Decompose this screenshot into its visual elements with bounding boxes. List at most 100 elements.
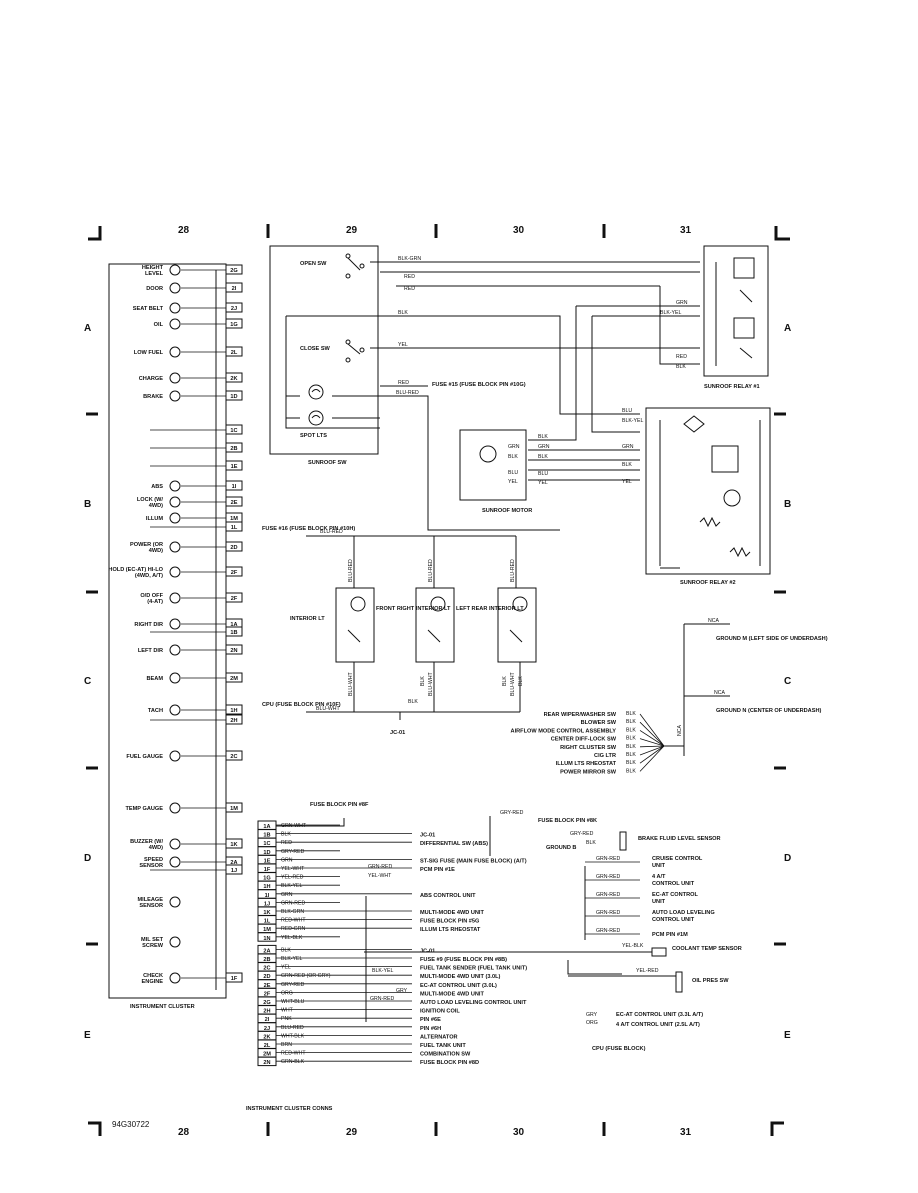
cluster-item-label: OIL — [154, 322, 164, 328]
connector-wire-label: BLU-RED — [281, 1025, 304, 1031]
rs-wire-1: GRY-RED — [570, 831, 594, 837]
col-label-30: 30 — [513, 225, 525, 236]
connector-destination: EC-AT CONTROL UNIT (3.0L) — [420, 983, 497, 989]
cluster-item-label: SCREW — [142, 943, 164, 949]
front-right-lt-label: FRONT RIGHT INTERIOR LT — [376, 606, 451, 612]
row-ticks — [86, 412, 786, 946]
corner-mark — [770, 1121, 784, 1136]
dest-label: CONTROL UNIT — [652, 881, 695, 887]
connector-wire-label: BLK — [281, 947, 291, 953]
cluster-item-label: 4WD) — [149, 845, 163, 851]
connector-destination: FUSE #9 (FUSE BLOCK PIN #8B) — [420, 957, 507, 963]
indicator-bulb-icon — [169, 512, 181, 524]
cluster-item-label: ABS — [151, 484, 163, 490]
cluster-pin-label: 2D — [230, 545, 237, 551]
connector-destination: PIN #6H — [420, 1026, 441, 1032]
cluster-pin-label: 1M — [230, 516, 238, 522]
cluster-item-label: CHECK — [143, 973, 163, 979]
cluster-item-label: FUEL GAUGE — [126, 754, 163, 760]
connector-pin-label: 1M — [263, 927, 271, 933]
connector-wire-label: BRN — [281, 1042, 292, 1048]
ground-m-label: GROUND M (LEFT SIDE OF UNDERDASH) — [716, 636, 828, 642]
wire-blu-red: BLU-RED — [396, 390, 419, 396]
connector-wire-label: YEL-WHT — [281, 866, 305, 872]
cluster-item-label: DOOR — [146, 286, 163, 292]
close-sw-label: CLOSE SW — [300, 346, 331, 352]
cluster-pin-box — [225, 282, 243, 293]
connector-pin-label: 2K — [263, 1034, 270, 1040]
connector-destination: FUEL TANK UNIT — [420, 1043, 466, 1049]
wire-grn: GRN — [676, 300, 688, 306]
sunroof-sw-title: SUNROOF SW — [308, 460, 347, 466]
cluster-pin-box — [225, 480, 243, 491]
wire-blk-2: BLK — [676, 364, 686, 370]
sunroof-relay-2-box — [645, 407, 771, 575]
connector-wire-label: GRN-WHT — [281, 823, 307, 829]
cluster-pin-label: 1I — [232, 484, 237, 490]
connector-destination: PIN #6E — [420, 1017, 441, 1023]
rs-wire-yel-blk: YEL-BLK — [622, 943, 644, 949]
connector-wire-label: ORG — [281, 990, 293, 996]
cluster-pin-box — [225, 864, 243, 875]
indicator-bulb-icon — [169, 972, 181, 984]
connector-destination: FUSE BLOCK PIN #8D — [420, 1060, 479, 1066]
cluster-pin-label: 1J — [231, 868, 237, 874]
int-wire-2: BLU-RED — [428, 559, 434, 582]
cpu-block-label: CPU (FUSE BLOCK) — [592, 1046, 646, 1052]
fuse-8k-label: FUSE BLOCK PIN #8K — [538, 818, 597, 824]
int-wire-5: BLK — [420, 676, 426, 686]
connector-pin-label: 1C — [263, 841, 270, 847]
cluster-item-label: SENSOR — [139, 863, 163, 869]
corner-mark — [88, 1121, 102, 1136]
sunroof-sw-internal — [286, 261, 380, 349]
cluster-pin-box — [225, 346, 243, 357]
wire-yel: YEL — [398, 342, 408, 348]
ground-source-label: BLOWER SW — [581, 720, 617, 726]
cluster-pin-label: 1A — [230, 622, 237, 628]
cluster-item-label: BUZZER (W/ — [130, 839, 163, 845]
connector-trunks — [365, 816, 622, 1022]
cpu-wire-blk: BLK — [408, 699, 418, 705]
ground-source-line — [639, 730, 665, 747]
extra-wire-7: GRY — [586, 1012, 598, 1018]
indicator-bulb-icon — [169, 390, 181, 402]
brake-fluid-label: BRAKE FLUID LEVEL SENSOR — [638, 836, 721, 842]
cluster-item-label: POWER (OR — [130, 542, 163, 548]
extra-wire-8: ORG — [586, 1020, 598, 1026]
connector-pin-label: 1E — [264, 858, 271, 864]
motor-label: SUNROOF MOTOR — [482, 508, 532, 514]
cluster-pin-label: 2J — [231, 306, 237, 312]
indicator-bulb-icon — [169, 372, 181, 384]
cluster-pin-label: 2H — [230, 718, 237, 724]
connector-pin-label: 1L — [264, 919, 271, 925]
connector-destination: DIFFERENTIAL SW (ABS) — [420, 841, 488, 847]
row-label-c-right: C — [784, 676, 791, 687]
cluster-item-label: LEFT DIR — [138, 648, 163, 654]
cluster-item-label: 4WD) — [149, 548, 163, 554]
col-label-31-bottom: 31 — [680, 1127, 692, 1138]
cluster-item-label: MILEAGE — [138, 897, 164, 903]
cluster-pin-box — [225, 460, 243, 471]
dest-label: AUTO LOAD LEVELING — [652, 910, 715, 916]
open-sw-label: OPEN SW — [300, 261, 327, 267]
cluster-pin-label: 2B — [230, 446, 237, 452]
ground-source-line — [639, 738, 665, 747]
wire-red-4: RED — [676, 354, 687, 360]
connector-pin-label: 2J — [264, 1026, 270, 1032]
indicator-bulb-icon — [169, 264, 181, 276]
connector-wire-label: RED-WHT — [281, 1051, 306, 1057]
cluster-pin-box — [225, 496, 243, 507]
wire-yel-2: YEL — [622, 479, 632, 485]
at-25-label: 4 A/T CONTROL UNIT (2.5L A/T) — [616, 1022, 700, 1028]
ground-source-wire: BLK — [626, 711, 636, 717]
connector-wire-label: BLK-YEL — [281, 883, 302, 889]
cpu-wire: BLU-WHT — [316, 706, 340, 712]
row-label-a-right: A — [784, 323, 791, 334]
int-wire-6: BLU-WHT — [428, 672, 434, 696]
wire-red-3: RED — [398, 380, 409, 386]
ground-trunk — [683, 623, 730, 756]
cluster-item-label: O/D OFF — [140, 593, 163, 599]
